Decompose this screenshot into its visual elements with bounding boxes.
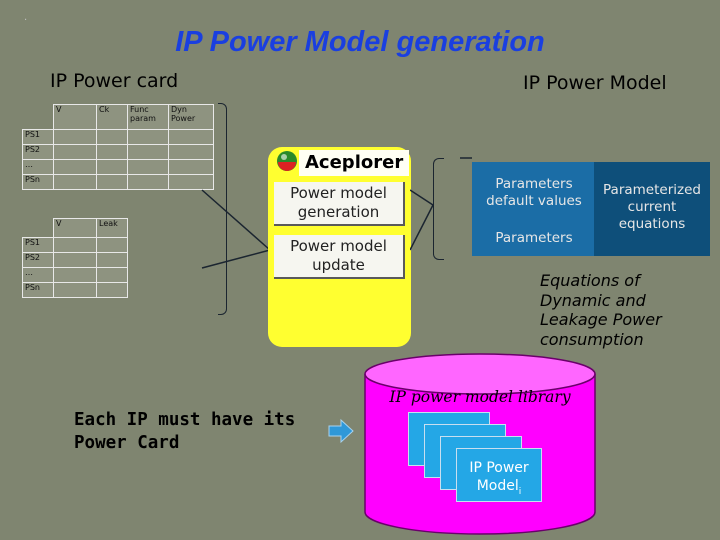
column-header: Leak <box>96 218 128 238</box>
column-header: Dyn Power <box>168 104 214 130</box>
table-row: PS1 <box>22 129 214 145</box>
table-row: PS1 <box>22 237 128 253</box>
card-to-tool-arrows <box>201 189 271 269</box>
table-header-row: V Ck Func param Dyn Power <box>23 104 214 130</box>
row-label: PS2 <box>22 252 54 268</box>
slide-dot: . <box>24 12 28 23</box>
row-label: PS1 <box>22 237 54 253</box>
row-label: … <box>22 267 54 283</box>
model-card-subscript: i <box>518 486 522 497</box>
power-model-heading: IP Power Model <box>523 72 667 94</box>
table-corner <box>23 105 54 130</box>
power-card-heading: IP Power card <box>50 70 179 92</box>
row-label: PSn <box>22 282 54 298</box>
aceplorer-logo-icon <box>275 149 299 173</box>
parameters-default-values: Parameters default values <box>486 176 582 209</box>
right-arrow-icon <box>328 418 354 444</box>
power-card-bracket <box>218 103 227 315</box>
model-bracket <box>433 158 444 260</box>
row-label: PSn <box>22 174 54 190</box>
column-header: V <box>53 104 97 130</box>
column-header: Func param <box>127 104 169 130</box>
model-card-front: IP Power Modeli <box>456 448 542 502</box>
table-row: PSn <box>22 174 214 190</box>
column-header: Ck <box>96 104 128 130</box>
equations-note: Equations of Dynamic and Leakage Power c… <box>540 271 662 349</box>
row-label: PS1 <box>22 129 54 145</box>
power-model-generation-button[interactable]: Power model generation <box>274 182 405 226</box>
table-corner <box>23 219 54 238</box>
table-row: PS2 <box>22 144 214 160</box>
model-card-text: IP Power Model <box>469 460 529 494</box>
table-row: … <box>22 159 214 175</box>
parameters-label: Parameters <box>495 230 573 246</box>
library-label: IP power model library <box>389 388 571 406</box>
model-parameters-panel <box>472 162 594 256</box>
power-card-leakage-table: V Leak PS1 PS2 … PSn <box>22 218 128 298</box>
parameterized-current-equations: Parameterized current equations <box>603 182 701 232</box>
row-label: … <box>22 159 54 175</box>
power-card-dynamic-table: V Ck Func param Dyn Power PS1 PS2 … PSn <box>22 104 214 190</box>
table-header-row: V Leak <box>23 218 128 238</box>
power-card-requirement-note: Each IP must have its Power Card <box>74 410 296 453</box>
power-model-update-button[interactable]: Power model update <box>274 235 405 279</box>
current-equations-panel <box>594 162 710 256</box>
tool-to-model-lines <box>410 157 472 251</box>
row-label: PS2 <box>22 144 54 160</box>
table-row: … <box>22 267 128 283</box>
aceplorer-title: Aceplorer <box>299 150 409 176</box>
table-row: PS2 <box>22 252 128 268</box>
table-row: PSn <box>22 282 128 298</box>
column-header: V <box>53 218 97 238</box>
slide-title: IP Power Model generation <box>175 26 545 58</box>
